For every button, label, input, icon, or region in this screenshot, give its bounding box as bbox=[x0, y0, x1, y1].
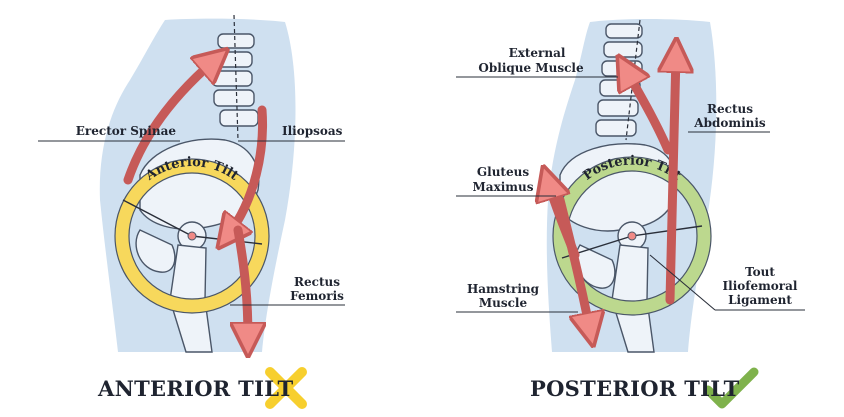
label-gluteus-maximus-line1: Gluteus bbox=[476, 165, 530, 179]
label-iliopsoas: Iliopsoas bbox=[282, 124, 343, 138]
erector-spinae-arrow bbox=[123, 60, 215, 185]
anterior-muscles bbox=[123, 60, 267, 340]
anterior-hip-center bbox=[187, 231, 197, 241]
posterior-spine-axis bbox=[625, 19, 641, 141]
anterior-panel: Anterior Tilt bbox=[38, 14, 345, 409]
label-gluteus-maximus-line2: Maximus bbox=[472, 180, 534, 194]
posterior-panel: Posterior Tilt bbox=[456, 19, 805, 409]
iliopsoas-arrow bbox=[228, 105, 267, 235]
label-hamstring-line1: Hamstring bbox=[466, 282, 540, 296]
posterior-tilt-title: POSTERIOR TILT bbox=[530, 376, 740, 401]
posterior-muscles bbox=[548, 55, 676, 330]
rectus-abdominis-arrow bbox=[670, 55, 676, 305]
label-iliofemoral-line2: Iliofemoral bbox=[722, 279, 798, 293]
label-iliofemoral-line3: Ligament bbox=[728, 293, 792, 307]
label-hamstring-line2: Muscle bbox=[478, 296, 528, 310]
anterior-tilt-ring bbox=[115, 159, 269, 313]
label-rectus-femoris-line1: Rectus bbox=[294, 275, 340, 289]
cross-icon bbox=[265, 367, 307, 409]
external-oblique-arrow bbox=[626, 70, 673, 155]
label-rectus-abdominis-line1: Rectus bbox=[707, 102, 753, 116]
anterior-tilt-title: ANTERIOR TILT bbox=[98, 376, 294, 401]
label-iliofemoral-line1: Tout bbox=[745, 265, 775, 279]
label-erector-spinae: Erector Spinae bbox=[75, 124, 176, 138]
check-icon bbox=[703, 367, 759, 409]
posterior-hip-center bbox=[627, 231, 637, 241]
label-rectus-abdominis-line2: Abdominis bbox=[694, 116, 766, 130]
label-external-oblique-line2: Oblique Muscle bbox=[478, 61, 584, 75]
label-external-oblique-line1: External bbox=[508, 46, 566, 60]
label-rectus-femoris-line2: Femoris bbox=[290, 289, 344, 303]
posterior-tilt-ring bbox=[553, 157, 711, 315]
rectus-femoris-arrow bbox=[238, 225, 248, 340]
hamstring-arrow bbox=[555, 195, 590, 330]
